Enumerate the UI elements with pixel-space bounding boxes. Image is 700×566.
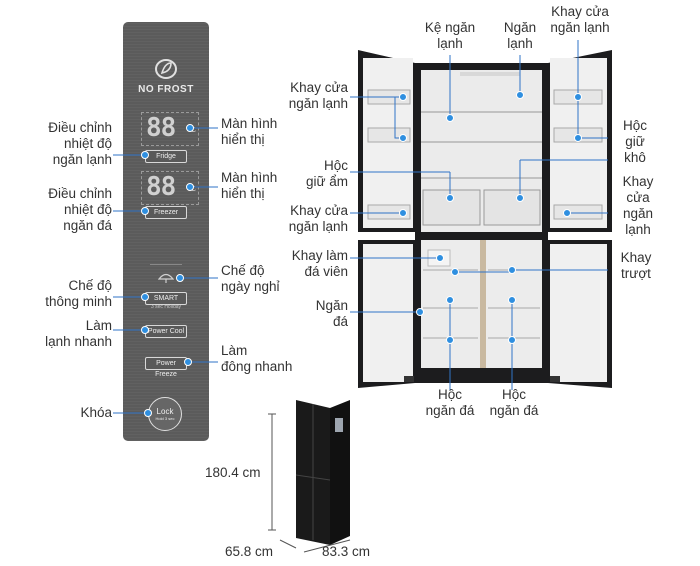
dimension-height: 180.4 cm <box>205 465 261 481</box>
label-lock: Khóa <box>20 405 112 421</box>
left-top-door-liner <box>363 58 413 228</box>
dry-drawer <box>484 190 540 225</box>
panel-leader-lines <box>113 128 218 413</box>
left-bottom-door-liner <box>363 244 413 382</box>
right-bottom-door-liner <box>550 244 607 382</box>
small-fridge-display <box>335 418 343 432</box>
fridge-top-vent <box>460 72 520 76</box>
freezer-center-divider <box>480 240 486 368</box>
fridge-foot-left <box>404 376 414 382</box>
compartment-divider <box>415 232 548 240</box>
dimension-depth: 65.8 cm <box>225 544 273 560</box>
fridge-foot-right <box>550 376 560 382</box>
dimension-width: 83.3 cm <box>322 544 370 560</box>
freezer-interior-right <box>486 240 542 368</box>
